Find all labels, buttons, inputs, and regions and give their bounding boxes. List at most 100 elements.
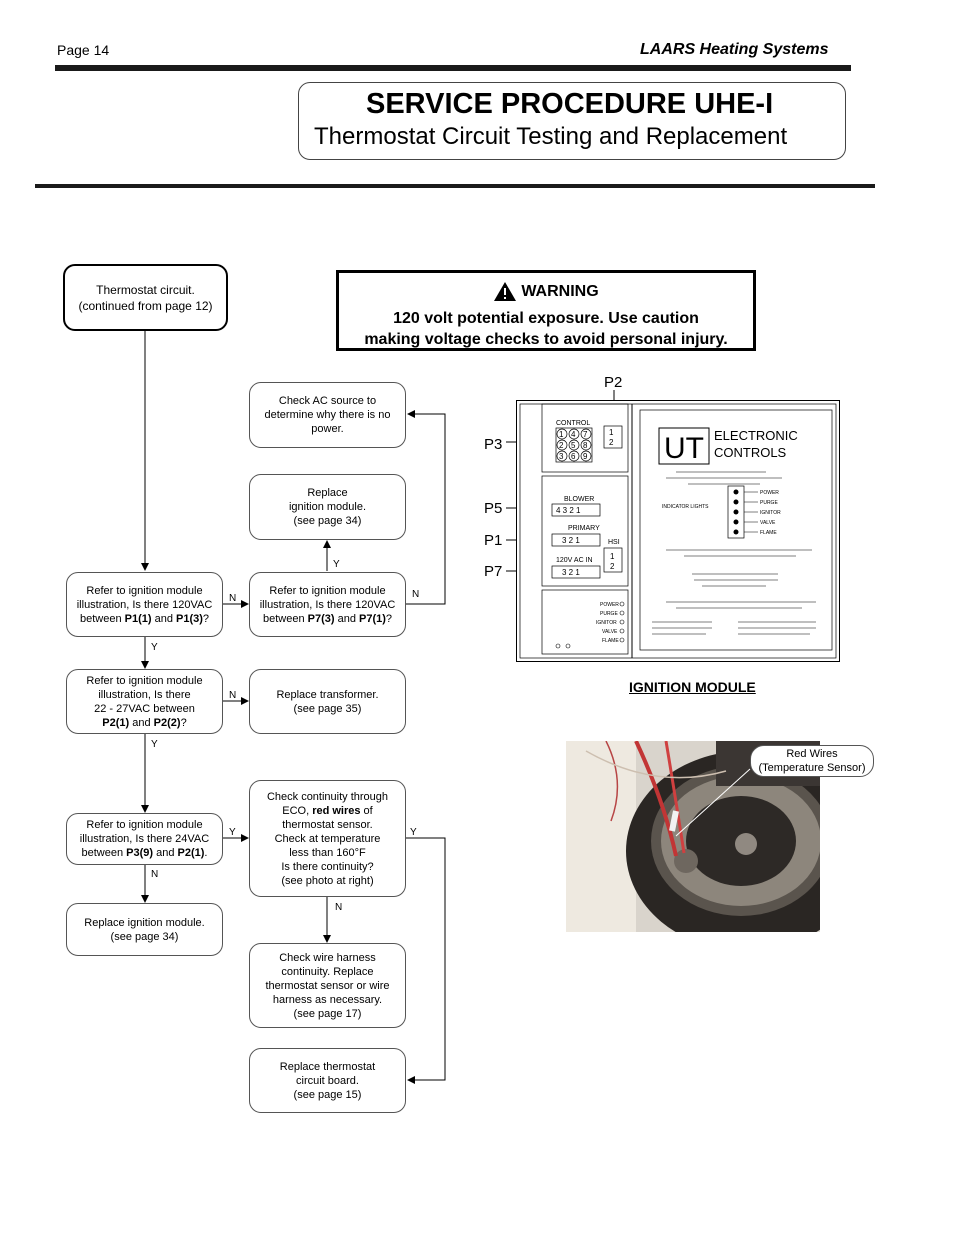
start-line: Thermostat circuit. bbox=[96, 282, 195, 297]
warning-line: 120 volt potential exposure. Use caution bbox=[393, 310, 699, 327]
svg-text:1: 1 bbox=[610, 552, 615, 561]
svg-text:IGNITOR: IGNITOR bbox=[596, 620, 617, 626]
svg-text:4 3 2 1: 4 3 2 1 bbox=[556, 506, 581, 515]
label-yes: Y bbox=[151, 642, 158, 653]
start-line: (continued from page 12) bbox=[78, 298, 213, 313]
replace-board-box: Replace thermostat circuit board. (see p… bbox=[249, 1048, 406, 1113]
title-box bbox=[298, 82, 846, 160]
box-line: illustration, Is there 120VAC bbox=[259, 598, 396, 611]
box-line: less than 160°F bbox=[289, 846, 366, 859]
continuity-check-box: Check continuity through ECO, red wires … bbox=[249, 780, 406, 897]
box-line: (see page 15) bbox=[293, 1088, 362, 1101]
replace-module-box: Replace ignition module. (see page 34) bbox=[249, 474, 406, 540]
svg-text:PURGE: PURGE bbox=[600, 611, 618, 617]
warning-line: making voltage checks to avoid personal … bbox=[364, 331, 728, 348]
section-label: BLOWER bbox=[564, 496, 594, 503]
check-harness-box: Check wire harness continuity. Replace t… bbox=[249, 943, 406, 1028]
svg-text:POWER: POWER bbox=[760, 490, 779, 496]
svg-text:FLAME: FLAME bbox=[602, 638, 619, 644]
box-line: (see photo at right) bbox=[281, 874, 374, 887]
callout-line: Red Wires bbox=[786, 748, 838, 760]
box-line: P2(1) and P2(2)? bbox=[102, 716, 187, 729]
brand-logo: UT bbox=[664, 432, 704, 465]
svg-text:2: 2 bbox=[609, 438, 614, 447]
page-number: Page 14 bbox=[57, 42, 110, 58]
box-line: ECO, red wires of bbox=[282, 804, 373, 817]
brand-line: CONTROLS bbox=[714, 445, 787, 460]
port-label-p5: P5 bbox=[484, 500, 503, 517]
box-line: Refer to ignition module bbox=[269, 584, 386, 597]
svg-text:FLAME: FLAME bbox=[760, 530, 777, 536]
box-line: between P1(1) and P1(3)? bbox=[79, 612, 210, 625]
svg-text:PURGE: PURGE bbox=[760, 500, 778, 506]
svg-text:2: 2 bbox=[559, 441, 564, 450]
label-yes: Y bbox=[410, 827, 417, 838]
svg-text:9: 9 bbox=[583, 452, 588, 461]
label-yes: Y bbox=[229, 827, 236, 838]
port-label-p3: P3 bbox=[484, 436, 503, 453]
box-line: Replace transformer. bbox=[276, 688, 379, 701]
question-p7-box: Refer to ignition module illustration, I… bbox=[249, 572, 406, 637]
box-line: between P7(3) and P7(1)? bbox=[262, 612, 393, 625]
module-caption: IGNITION MODULE bbox=[629, 679, 756, 695]
replace-transformer-box: Replace transformer. (see page 35) bbox=[249, 669, 406, 734]
label-no: N bbox=[229, 593, 237, 604]
box-line: Replace bbox=[307, 487, 348, 499]
header-rule bbox=[55, 65, 851, 71]
box-line: Check continuity through bbox=[266, 790, 389, 803]
box-line: illustration, Is there bbox=[98, 688, 191, 701]
replace-module-box: Replace ignition module. (see page 34) bbox=[66, 903, 223, 956]
svg-text:VALVE: VALVE bbox=[760, 520, 776, 526]
photo-callout: Red Wires (Temperature Sensor) bbox=[750, 745, 874, 777]
svg-text:4: 4 bbox=[571, 430, 576, 439]
box-line: illustration, Is there 24VAC bbox=[79, 833, 210, 845]
label-yes: Y bbox=[151, 739, 158, 750]
box-line: 22 - 27VAC between bbox=[94, 702, 195, 715]
box-line: Refer to ignition module bbox=[86, 819, 203, 831]
svg-text:1: 1 bbox=[559, 430, 564, 439]
start-box: Thermostat circuit. (continued from page… bbox=[63, 264, 228, 331]
box-line: continuity. Replace bbox=[281, 965, 374, 978]
question-p3-box: Refer to ignition module illustration, I… bbox=[66, 813, 223, 865]
section-rule bbox=[35, 184, 875, 188]
label-yes: Y bbox=[333, 559, 340, 570]
svg-text:1: 1 bbox=[609, 428, 614, 437]
svg-text:VALVE: VALVE bbox=[602, 629, 618, 635]
brand-line: ELECTRONIC bbox=[714, 428, 798, 443]
check-ac-box: Check AC source to determine why there i… bbox=[249, 382, 406, 448]
callout-line: (Temperature Sensor) bbox=[758, 762, 866, 774]
warning-triangle-icon bbox=[494, 282, 517, 301]
box-line: (see page 34) bbox=[110, 930, 179, 943]
svg-text:2: 2 bbox=[610, 562, 615, 571]
svg-text:POWER: POWER bbox=[600, 602, 619, 608]
box-line: thermostat sensor or wire bbox=[265, 979, 390, 992]
box-line: between P3(9) and P2(1). bbox=[81, 847, 208, 859]
label-no: N bbox=[151, 869, 159, 880]
section-label: HSI bbox=[608, 539, 620, 546]
section-label: 120V AC IN bbox=[556, 557, 593, 564]
indicator-label: INDICATOR LIGHTS bbox=[662, 504, 709, 510]
warning-box: WARNING 120 volt potential exposure. Use… bbox=[336, 270, 756, 351]
svg-text:7: 7 bbox=[583, 430, 588, 439]
svg-text:6: 6 bbox=[571, 452, 576, 461]
label-no: N bbox=[229, 690, 237, 701]
box-line: determine why there is no bbox=[264, 409, 391, 421]
question-p2-box: Refer to ignition module illustration, I… bbox=[66, 669, 223, 734]
section-label: PRIMARY bbox=[568, 525, 600, 532]
svg-text:3 2 1: 3 2 1 bbox=[562, 536, 580, 545]
port-label-p7: P7 bbox=[484, 563, 503, 580]
box-line: illustration, Is there 120VAC bbox=[76, 598, 213, 611]
box-line: Refer to ignition module bbox=[86, 584, 203, 597]
box-line: Check wire harness bbox=[279, 951, 376, 964]
section-label: CONTROL bbox=[556, 420, 590, 427]
box-line: Replace thermostat bbox=[279, 1060, 376, 1073]
box-line: circuit board. bbox=[296, 1074, 359, 1087]
box-line: harness as necessary. bbox=[272, 993, 383, 1006]
box-line: (see page 34) bbox=[293, 515, 362, 527]
question-p1-box: Refer to ignition module illustration, I… bbox=[66, 572, 223, 637]
box-line: Replace ignition module. bbox=[84, 916, 205, 929]
label-no: N bbox=[335, 902, 343, 913]
svg-text:3: 3 bbox=[559, 452, 564, 461]
